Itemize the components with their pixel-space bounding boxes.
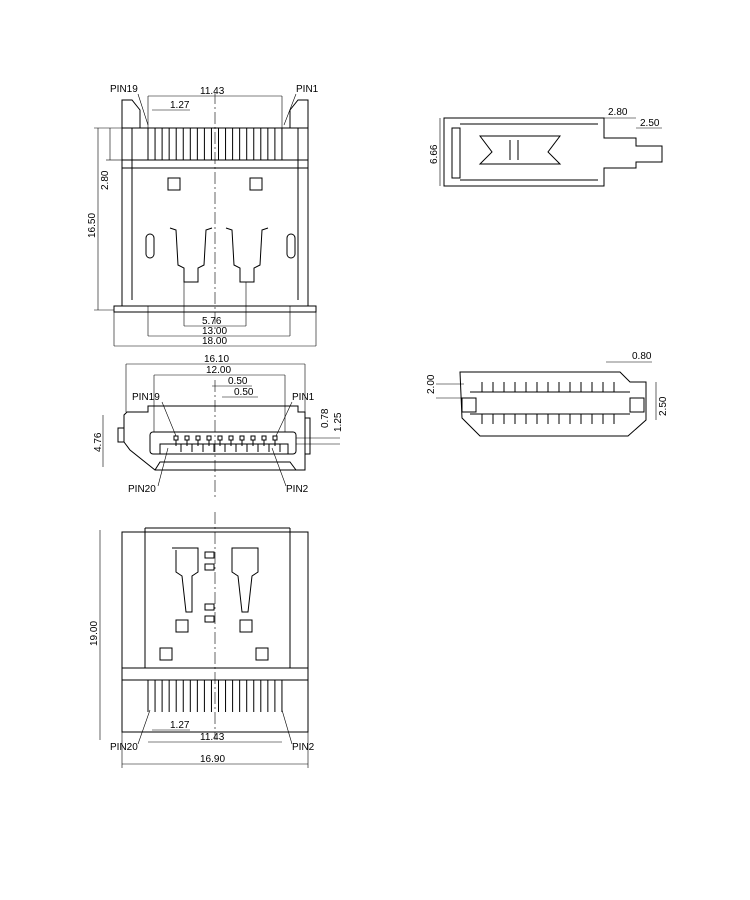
pin-contact [206,435,212,441]
rear-dim-side: 2.50 [658,396,669,416]
pin-contact [217,435,223,441]
bottom-pin20-label: PIN20 [110,742,138,753]
bottom-pin-array [147,680,283,712]
dim-pin-gap: 0.50 [234,387,254,398]
dim-pitch: 1.27 [170,100,190,111]
front-view: 16.10 12.00 0.50 0.50 PIN19 PIN1 PIN20 P… [93,354,344,498]
dim-length: 19.00 [89,621,100,646]
bottom-pin2-label: PIN2 [292,742,315,753]
dim-offset-a: 0.78 [320,408,331,428]
dim-height-total: 16.50 [87,213,98,238]
top-pin-array [147,128,283,160]
front-pin-array [173,435,281,452]
dim-width: 16.10 [204,354,229,365]
pin-contact [261,435,267,441]
dim-pin-span: 11.43 [200,86,225,97]
pin1-label: PIN1 [296,84,319,95]
dim-inner: 5.76 [202,316,222,327]
rear-pin-array [481,382,615,424]
front-pin19-label: PIN19 [132,392,160,403]
dim-overall: 18.00 [202,336,227,347]
dim-mid: 13.00 [202,326,227,337]
pin-contact [239,435,245,441]
dim-offset-b: 1.25 [333,412,344,432]
front-pin2-label: PIN2 [286,484,309,495]
rear-view: 2.00 0.80 2.50 [426,351,669,437]
bottom-dim-pin-span: 11.43 [200,732,225,743]
pin-contact [173,435,179,441]
pin-contact [228,435,234,441]
rear-dim-height: 2.00 [426,374,437,394]
dim-pin-zone: 2.80 [100,170,111,190]
pin-contact [250,435,256,441]
front-pin1-label: PIN1 [292,392,315,403]
side-view: 6.66 2.80 2.50 [429,107,663,187]
dim-opening: 12.00 [206,365,231,376]
dim-pin-width: 0.50 [228,376,248,387]
pin-contact [195,435,201,441]
side-dim-tail-h: 2.50 [640,118,660,129]
pin19-label: PIN19 [110,84,138,95]
front-pin20-label: PIN20 [128,484,156,495]
dim-height: 4.76 [93,432,104,452]
pin-contact [272,435,278,441]
pin-contact [184,435,190,441]
side-dim-height: 6.66 [429,144,440,164]
top-view: 11.43 1.27 PIN19 PIN1 16.50 2.80 5.76 13… [87,84,319,347]
bottom-view: 19.00 1.27 11.43 16.90 PIN20 PIN2 [89,512,315,768]
rear-dim-step: 0.80 [632,351,652,362]
side-dim-tail: 2.80 [608,107,628,118]
bottom-dim-pitch: 1.27 [170,720,190,731]
bottom-dim-width: 16.90 [200,754,225,765]
